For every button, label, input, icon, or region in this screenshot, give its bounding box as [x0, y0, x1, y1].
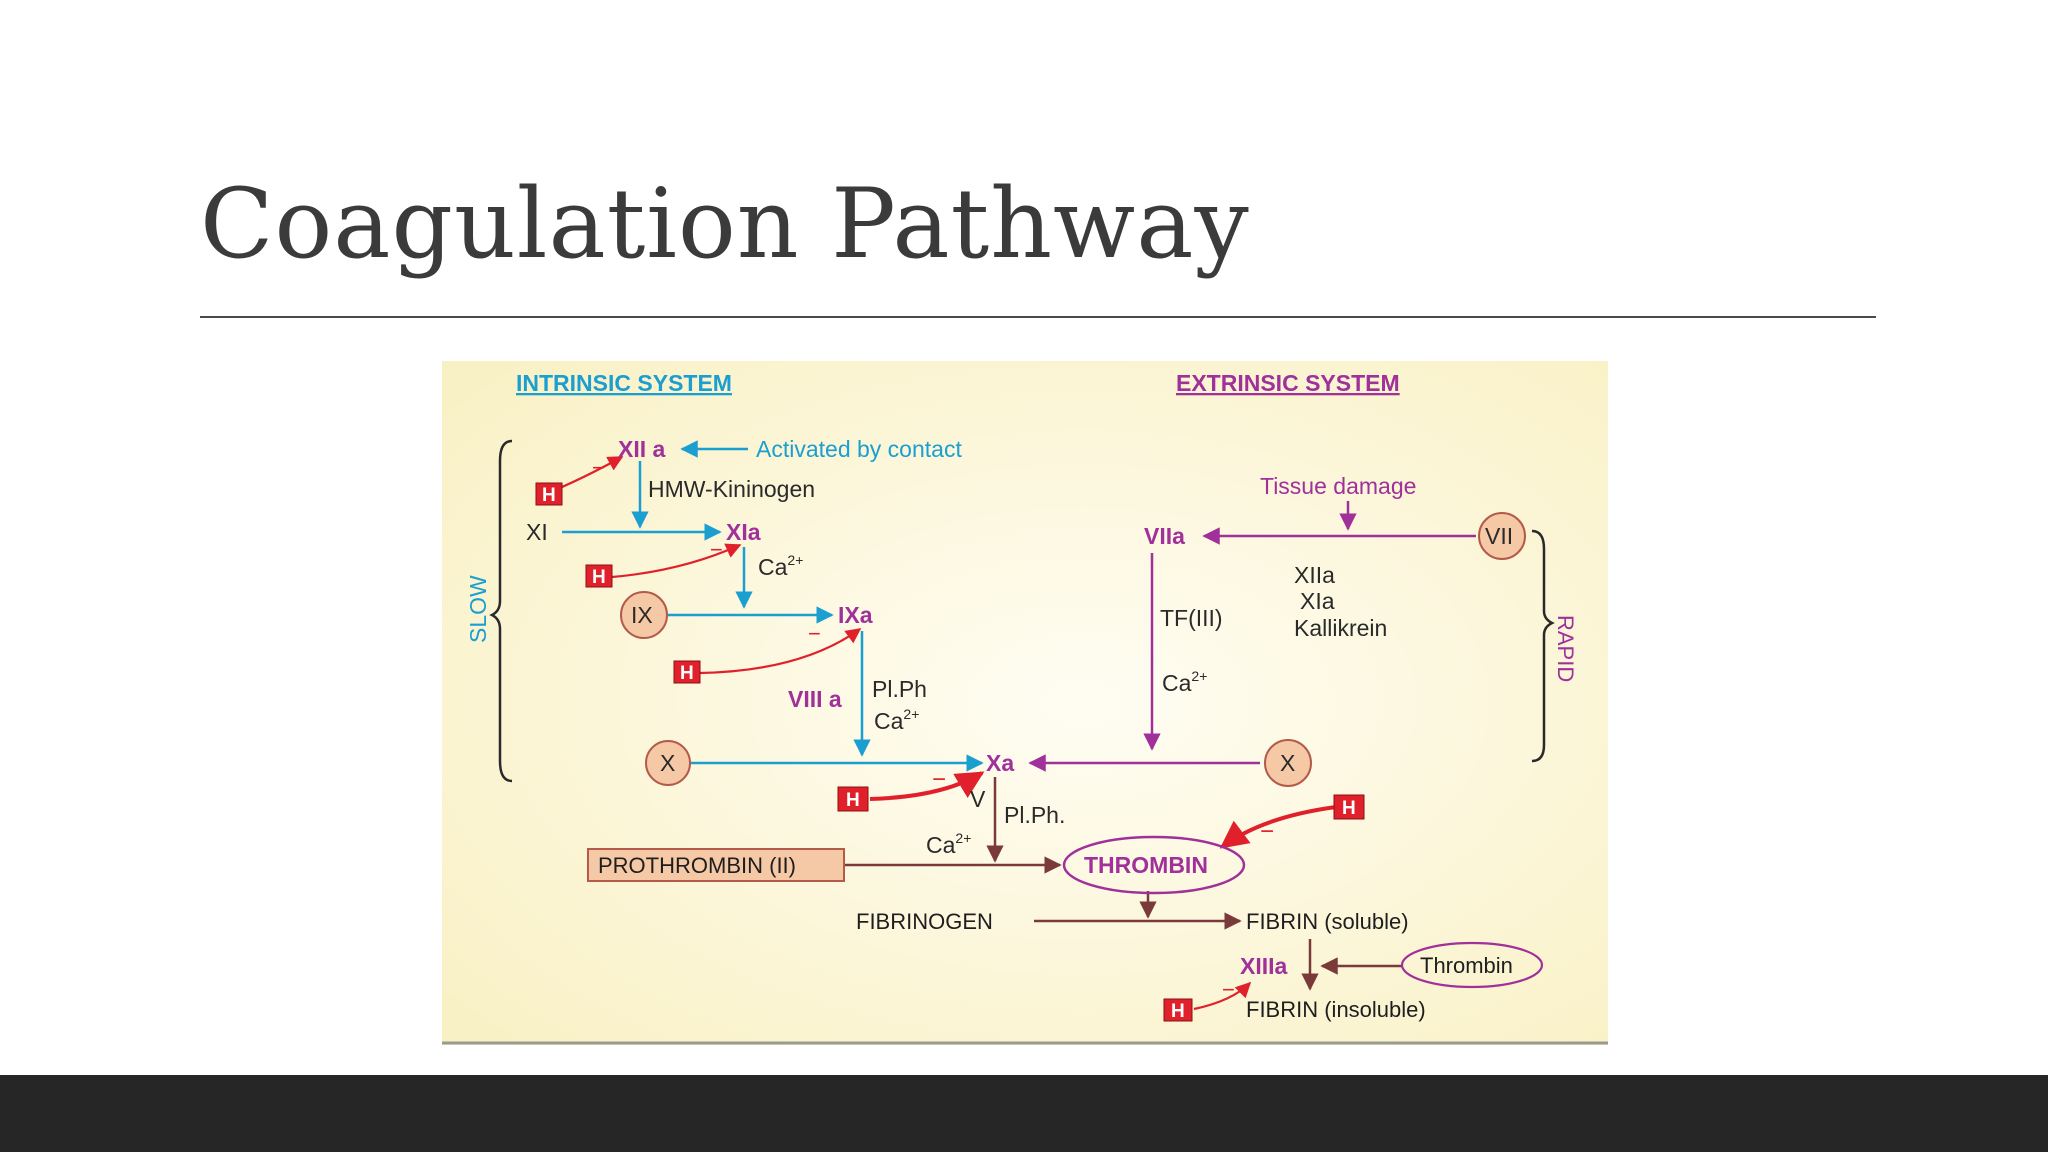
- heparin-box: H: [535, 482, 563, 506]
- thrombin-label: THROMBIN: [1084, 852, 1208, 878]
- factor-xi-label: XI: [526, 519, 548, 545]
- factor-ixa-label: IXa: [838, 602, 873, 628]
- rapid-brace: [1531, 529, 1555, 763]
- heparin-label: H: [680, 663, 694, 684]
- minus-sign: −: [710, 537, 723, 562]
- fibrin-soluble-label: FIBRIN (soluble): [1246, 909, 1409, 934]
- hmw-kininogen-label: HMW-Kininogen: [648, 476, 815, 502]
- thrombin-small-node: Thrombin: [1400, 941, 1544, 989]
- slow-label: SLOW: [465, 575, 491, 643]
- fibrin-insoluble-label: FIBRIN (insoluble): [1246, 997, 1426, 1022]
- rapid-label: RAPID: [1553, 615, 1578, 682]
- factor-vii-node: VII: [1478, 512, 1526, 560]
- kallikrein-list-item: Kallikrein: [1294, 615, 1387, 641]
- activated-by-contact-label: Activated by contact: [756, 436, 962, 462]
- tissue-damage-label: Tissue damage: [1260, 473, 1416, 499]
- phospholipid-label: Pl.Ph: [872, 676, 927, 702]
- heparin-label: H: [1171, 1001, 1185, 1022]
- heparin-box: H: [837, 786, 869, 812]
- intrinsic-system-title: INTRINSIC SYSTEM: [516, 370, 732, 396]
- factor-x-left-node: X: [645, 740, 691, 786]
- tissue-factor-label: TF(III): [1160, 605, 1223, 631]
- phospholipid-label: Pl.Ph.: [1004, 802, 1065, 828]
- factor-xiia-label: XII a: [618, 436, 666, 462]
- calcium-label: Ca2+: [926, 830, 971, 858]
- prothrombin-box: PROTHROMBIN (II): [587, 848, 845, 882]
- page-title: Coagulation Pathway: [200, 168, 1250, 280]
- factor-viia-label: VIIa: [1144, 523, 1185, 549]
- fibrinogen-label: FIBRINOGEN: [856, 909, 993, 934]
- extrinsic-system-title: EXTRINSIC SYSTEM: [1176, 370, 1400, 396]
- thrombin-node: THROMBIN: [1062, 835, 1246, 895]
- factor-x-right-node: X: [1264, 739, 1312, 787]
- calcium-label: Ca2+: [1162, 668, 1207, 696]
- minus-sign: −: [1260, 818, 1274, 845]
- heparin-box: H: [673, 660, 701, 684]
- minus-sign: −: [932, 766, 946, 793]
- factor-v-label: V: [970, 786, 986, 812]
- prothrombin-label: PROTHROMBIN (II): [598, 853, 796, 878]
- heparin-box: H: [1163, 998, 1193, 1022]
- heparin-box: H: [1333, 794, 1365, 820]
- diagram-background: [442, 361, 1608, 1045]
- title-divider: [200, 316, 1876, 318]
- inhibit-ixa-arrow: [699, 628, 862, 675]
- factor-vii-label: VII: [1485, 523, 1513, 549]
- inhibit-xia-arrow: [611, 543, 742, 579]
- xia-list-item: XIa: [1300, 588, 1335, 614]
- heparin-label: H: [846, 790, 860, 811]
- minus-sign: −: [592, 455, 605, 480]
- factor-xia-label: XIa: [726, 519, 761, 545]
- thrombin-small-label: Thrombin: [1420, 953, 1513, 978]
- minus-sign: −: [808, 621, 821, 646]
- inhibit-thrombin-arrow: [1219, 805, 1337, 849]
- heparin-label: H: [592, 567, 606, 588]
- heparin-box: H: [585, 564, 613, 588]
- coagulation-diagram: INTRINSIC SYSTEM EXTRINSIC SYSTEM SLOW R…: [442, 361, 1608, 1045]
- factor-viiia-label: VIII a: [788, 686, 842, 712]
- factor-xa-label: Xa: [986, 750, 1014, 776]
- calcium-label: Ca2+: [758, 552, 803, 580]
- factor-x-label: X: [1280, 750, 1295, 776]
- xiia-list-item: XIIa: [1294, 562, 1335, 588]
- heparin-label: H: [542, 485, 556, 506]
- inhibit-xiiia-arrow: [1193, 981, 1252, 1011]
- slow-brace: [489, 439, 513, 783]
- bottom-bar: [0, 1075, 2048, 1152]
- calcium-label: Ca2+: [874, 706, 919, 734]
- factor-ix-node: IX: [620, 591, 668, 639]
- minus-sign: −: [1222, 977, 1235, 1002]
- factor-xiiia-label: XIIIa: [1240, 953, 1288, 979]
- factor-ix-label: IX: [631, 602, 653, 628]
- inhibit-xa-arrow: [869, 771, 985, 801]
- heparin-label: H: [1342, 798, 1356, 819]
- factor-x-label: X: [660, 750, 675, 776]
